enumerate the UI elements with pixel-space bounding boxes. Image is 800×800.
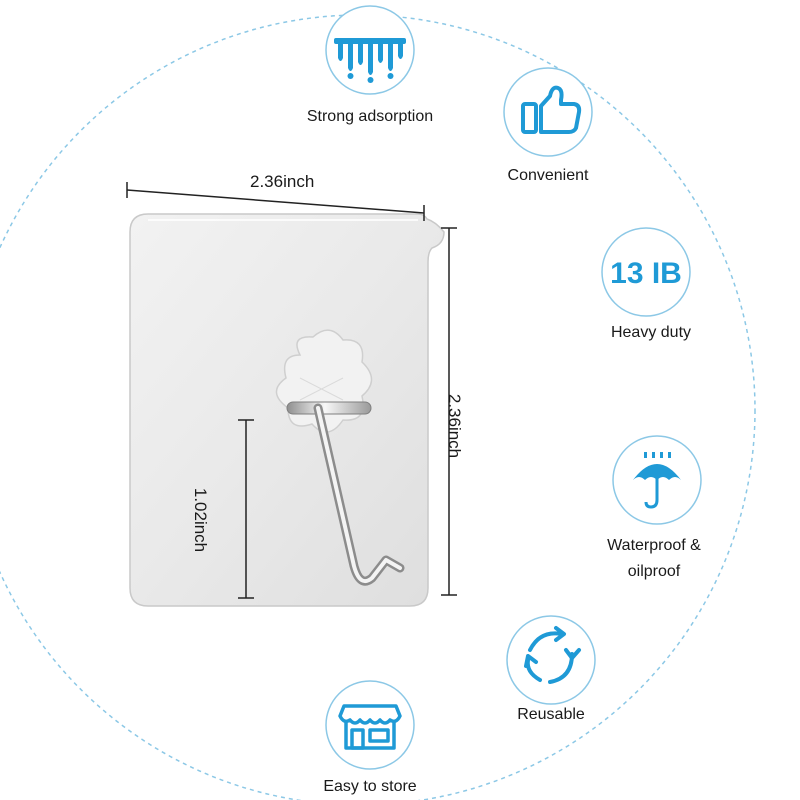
reusable-label: Reusable <box>517 706 585 723</box>
dripping-drops-icon <box>334 38 406 83</box>
badge-icon: 13 IB <box>610 257 682 290</box>
easy-to-store-feature <box>325 680 415 770</box>
umbrella-rain-icon <box>633 452 681 509</box>
easy-to-store-label: Easy to store <box>323 778 417 795</box>
waterproof-label-line1: Waterproof & <box>607 537 701 554</box>
strong-adsorption-label: Strong adsorption <box>306 108 434 125</box>
hook-dimension-label: 1.02inch <box>191 487 211 553</box>
metal-hook <box>286 401 405 586</box>
waterproof-feature <box>612 435 702 525</box>
dashed-ring <box>0 14 756 800</box>
heavy-duty-feature: 13 IB <box>601 227 691 317</box>
heavy-duty-label: Heavy duty <box>610 324 692 341</box>
waterproof-label-line2: oilproof <box>627 563 681 580</box>
thumbs-up-icon <box>521 85 582 134</box>
width-dimension-label: 2.36inch <box>250 172 315 191</box>
convenient-label: Convenient <box>507 167 589 184</box>
hook-dimension-line <box>238 419 254 599</box>
reusable-feature <box>506 615 596 705</box>
storefront-icon <box>338 704 402 750</box>
height-dimension-line <box>441 227 457 596</box>
strong-adsorption-feature <box>325 5 415 95</box>
height-dimension-label: 2.36inch <box>445 393 465 459</box>
width-dimension-line <box>126 182 425 221</box>
recycle-arrows-icon <box>524 626 581 684</box>
convenient-feature <box>503 67 593 157</box>
